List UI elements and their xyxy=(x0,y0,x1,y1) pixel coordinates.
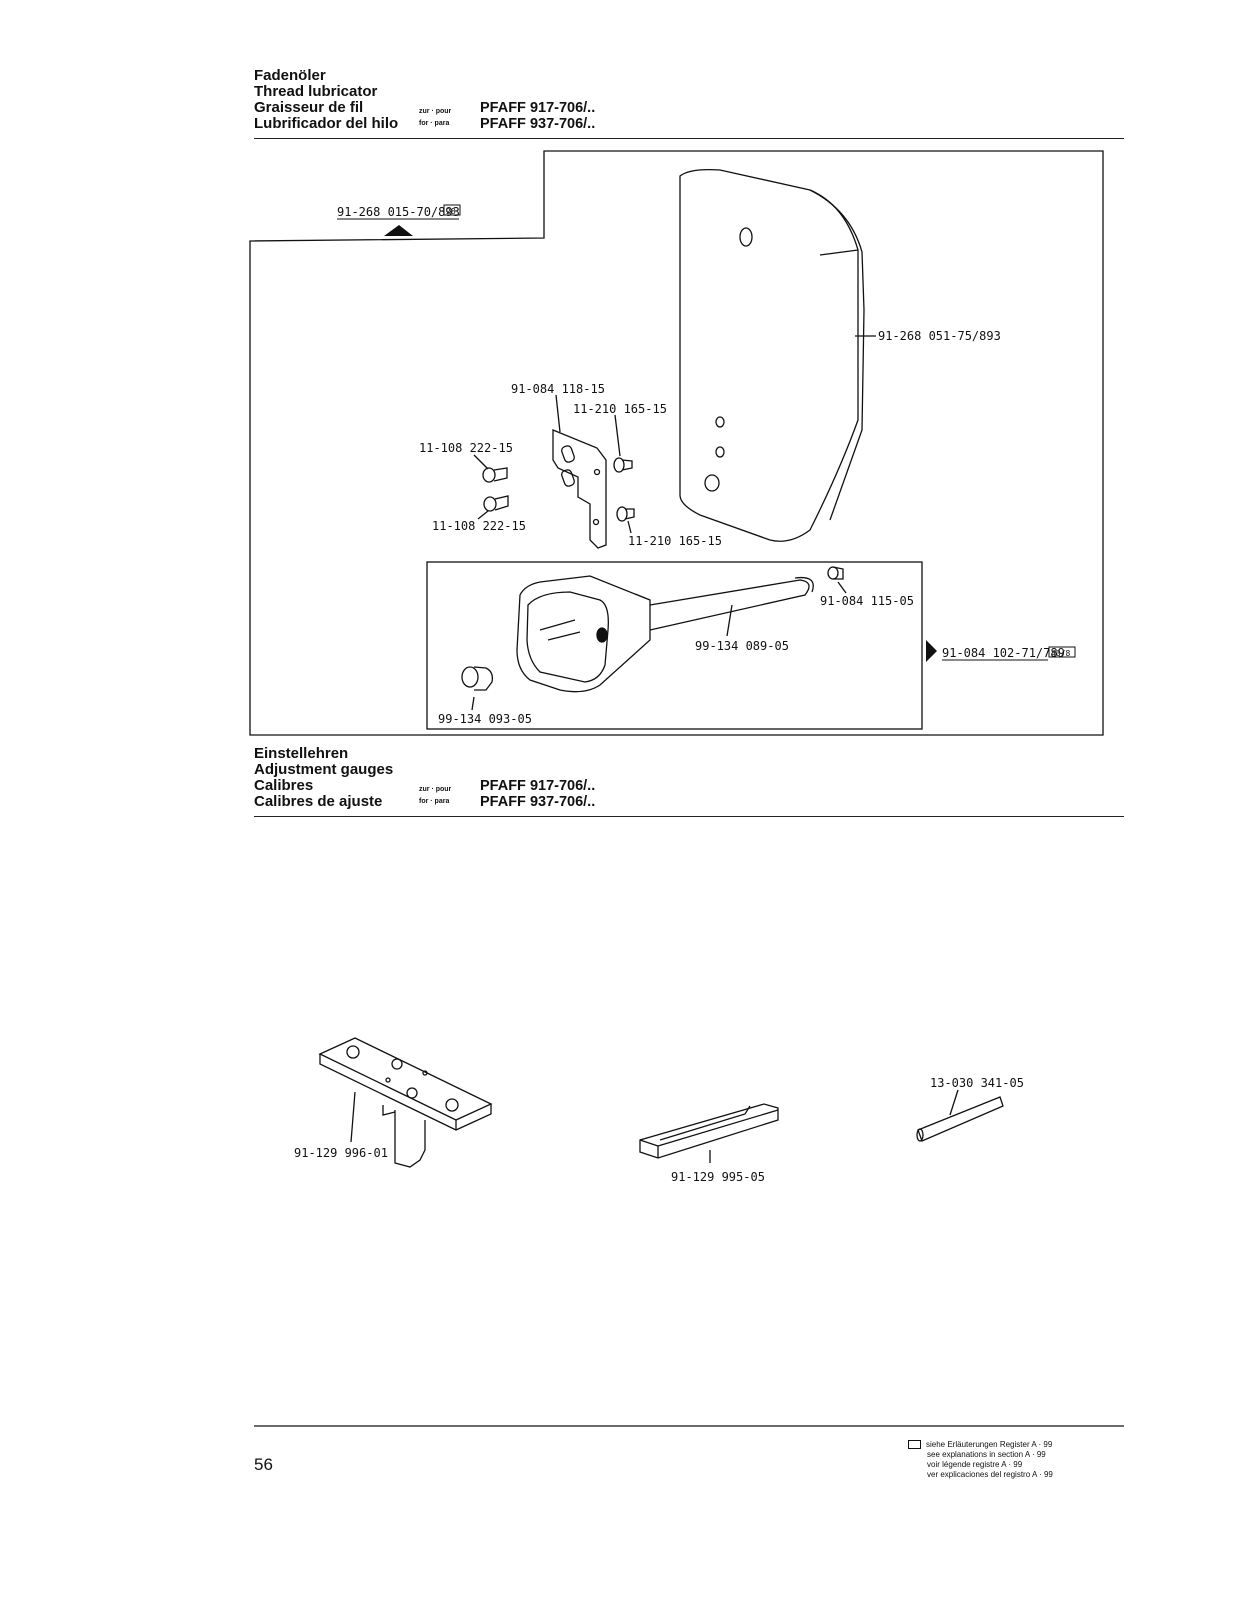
badge-ref-top: 28 xyxy=(446,207,456,216)
title-es: Lubrificador del hilo xyxy=(254,115,399,132)
bracket xyxy=(552,429,607,549)
label-screw-r1: 11-210 165-15 xyxy=(573,402,667,416)
label-ref-top: 91-268 015-70/893 xyxy=(337,205,460,219)
title-de: Fadenöler xyxy=(254,67,326,84)
legend-code-de: A · 99 xyxy=(1031,1440,1053,1449)
model-917: PFAFF 917-706/.. xyxy=(480,778,596,794)
label-pin-small: 91-084 115-05 xyxy=(820,594,914,608)
label-gauge2: 91-129 995-05 xyxy=(671,1170,765,1184)
model-937: PFAFF 937-706/.. xyxy=(480,116,596,132)
label-ref-right: 91-084 102-71/789 xyxy=(942,646,1065,660)
title-en: Thread lubricator xyxy=(254,83,378,100)
legend-en: see explanations in section xyxy=(927,1450,1024,1459)
legend: siehe Erläuterungen Register A · 99 see … xyxy=(908,1440,1053,1480)
model-917: PFAFF 917-706/.. xyxy=(480,100,596,116)
legend-de: siehe Erläuterungen Register xyxy=(926,1440,1030,1449)
title-de: Einstellehren xyxy=(254,745,349,762)
screw-11-210-b xyxy=(616,506,635,522)
zur-pour-label: zur · pour xyxy=(419,108,452,115)
for-para-label: for · para xyxy=(419,120,450,127)
model-937: PFAFF 937-706/.. xyxy=(480,794,596,810)
screw-11-108-a xyxy=(482,467,508,483)
title-fr: Calibres xyxy=(254,777,314,794)
section-thread-lubricator-header: Fadenöler Thread lubricator Graisseur de… xyxy=(254,67,1124,133)
oiler-assembly xyxy=(516,575,814,693)
screw-11-108-b xyxy=(483,495,509,512)
badge-ref-right: 40/8 xyxy=(1051,649,1070,658)
section-box-icon xyxy=(908,1440,921,1450)
legend-code-en: A · 99 xyxy=(1024,1450,1046,1459)
cover-plate xyxy=(679,168,865,542)
title-fr: Graisseur de fil xyxy=(254,99,364,116)
ref-arrow-right xyxy=(926,640,937,662)
for-para-label: for · para xyxy=(419,798,450,805)
label-oiler: 99-134 089-05 xyxy=(695,639,789,653)
legend-fr: voir légende registre xyxy=(927,1460,1000,1469)
screw-11-210-a xyxy=(613,457,633,473)
label-knob: 99-134 093-05 xyxy=(438,712,532,726)
gauge-bar xyxy=(639,1103,779,1159)
legend-es: ver explicaciones del registro xyxy=(927,1470,1031,1479)
pin-small xyxy=(827,566,844,580)
oiler-subframe xyxy=(426,561,923,730)
legend-code-es: A · 99 xyxy=(1031,1470,1053,1479)
lubricator-frame xyxy=(249,150,1104,736)
label-screw-l2: 11-108 222-15 xyxy=(432,519,526,533)
header-rule xyxy=(254,816,1124,817)
page-number: 56 xyxy=(254,1455,273,1474)
label-gauge1: 91-129 996-01 xyxy=(294,1146,388,1160)
header-rule xyxy=(254,138,1124,139)
gauge-pin xyxy=(916,1096,1004,1142)
legend-code-fr: A · 99 xyxy=(1001,1460,1023,1469)
label-screw-l1: 11-108 222-15 xyxy=(419,441,513,455)
gauge-block xyxy=(318,1037,493,1168)
section-adjustment-gauges-header: Einstellehren Adjustment gauges Calibres… xyxy=(254,745,1124,811)
ref-arrow-up xyxy=(384,225,413,236)
label-bracket: 91-084 118-15 xyxy=(511,382,605,396)
knob xyxy=(461,666,494,691)
title-es: Calibres de ajuste xyxy=(254,793,383,810)
label-cover: 91-268 051-75/893 xyxy=(878,329,1001,343)
zur-pour-label: zur · pour xyxy=(419,786,452,793)
label-gauge3: 13-030 341-05 xyxy=(930,1076,1024,1090)
title-en: Adjustment gauges xyxy=(254,761,394,778)
label-screw-r2: 11-210 165-15 xyxy=(628,534,722,548)
